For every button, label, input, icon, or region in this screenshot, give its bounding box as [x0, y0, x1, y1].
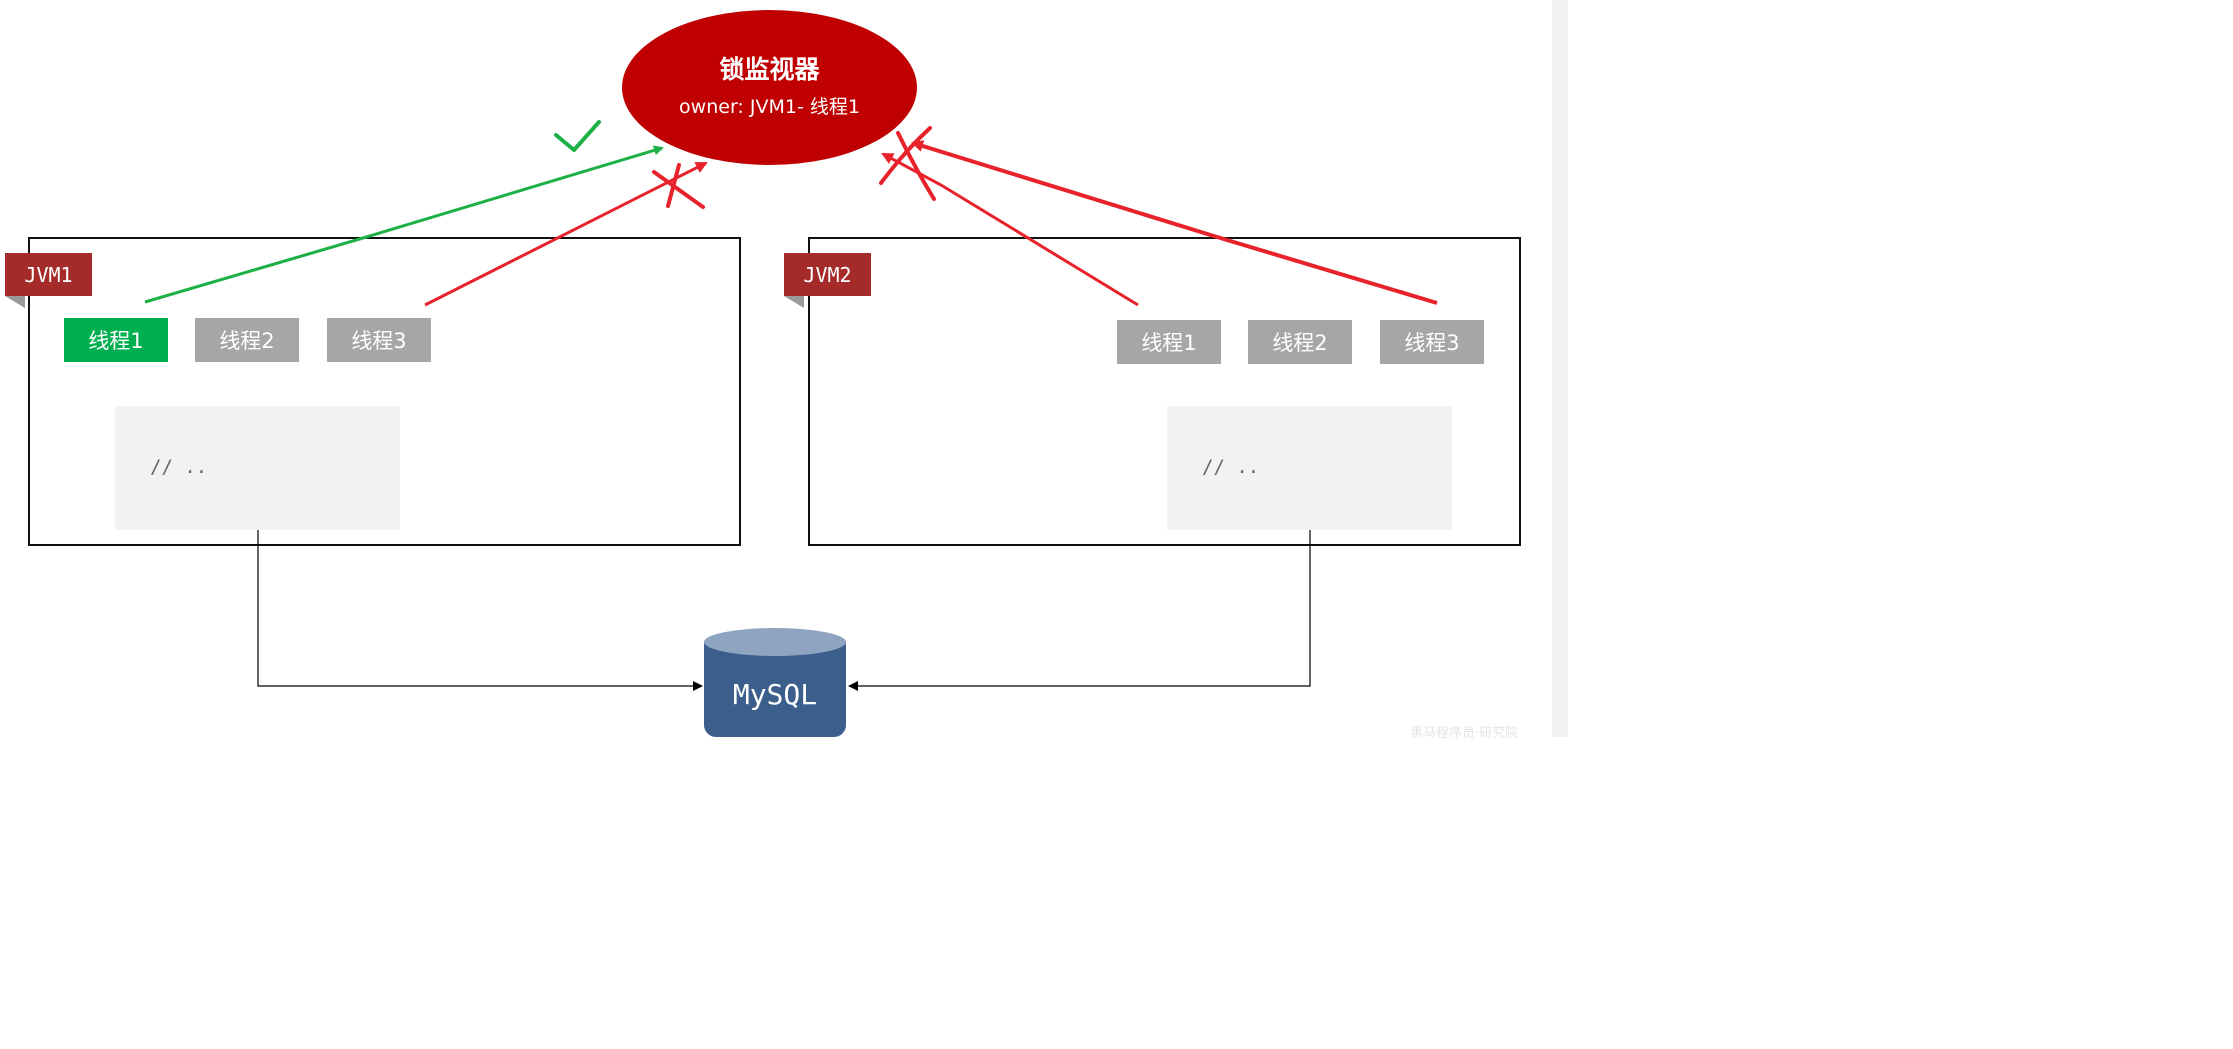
jvm2-thread1-blocked-arrow: [881, 152, 1139, 307]
jvm2-thread-1[interactable]: 线程1: [1117, 320, 1221, 364]
jvm1-thread3-cross-icon: [652, 163, 705, 209]
jvm1-label-fold: [5, 296, 25, 308]
jvm2-thread3-blocked-arrow: [911, 140, 1438, 305]
jvm2-label: JVM2: [784, 253, 871, 296]
jvm1-label: JVM1: [5, 253, 92, 296]
database-cylinder-top: [704, 628, 846, 656]
jvm2-code-block: // ..: [1167, 406, 1452, 530]
jvm1-thread1-acquire-arrow: [144, 145, 664, 304]
jvm2-code-text: // ..: [1202, 456, 1260, 478]
watermark: 黑马程序员·研究院: [1410, 726, 1519, 741]
jvm1-thread-1[interactable]: 线程1: [64, 318, 168, 362]
jvm1-code-block: // ..: [115, 406, 400, 530]
jvm1-thread-2[interactable]: 线程2: [195, 318, 299, 362]
jvm1-to-mysql-connector: [257, 530, 703, 691]
diagram-canvas: JVM1 线程1 线程2 线程3 // .. JVM2 线程1 线程2 线程3 …: [0, 0, 1568, 741]
jvm1-thread3-blocked-arrow: [424, 161, 708, 307]
success-check-icon: [554, 120, 601, 152]
database-label: MySQL: [732, 678, 818, 711]
jvm2-label-fold: [784, 296, 804, 308]
vertical-scrollbar[interactable]: [1552, 0, 1568, 737]
jvm2-cross-icon: [879, 126, 936, 201]
jvm1-thread-3[interactable]: 线程3: [327, 318, 431, 362]
lock-monitor-owner: owner: JVM1- 线程1: [679, 96, 860, 118]
mysql-database: MySQL: [704, 628, 846, 737]
database-cylinder-body: [704, 642, 846, 737]
jvm2-thread-3[interactable]: 线程3: [1380, 320, 1484, 364]
connector-layer: [144, 120, 1438, 691]
jvm2-thread-2[interactable]: 线程2: [1248, 320, 1352, 364]
lock-monitor-title: 锁监视器: [719, 55, 820, 84]
lock-monitor: 锁监视器 owner: JVM1- 线程1: [622, 10, 917, 165]
jvm1-code-text: // ..: [150, 456, 208, 478]
jvm2-to-mysql-connector: [848, 530, 1311, 691]
